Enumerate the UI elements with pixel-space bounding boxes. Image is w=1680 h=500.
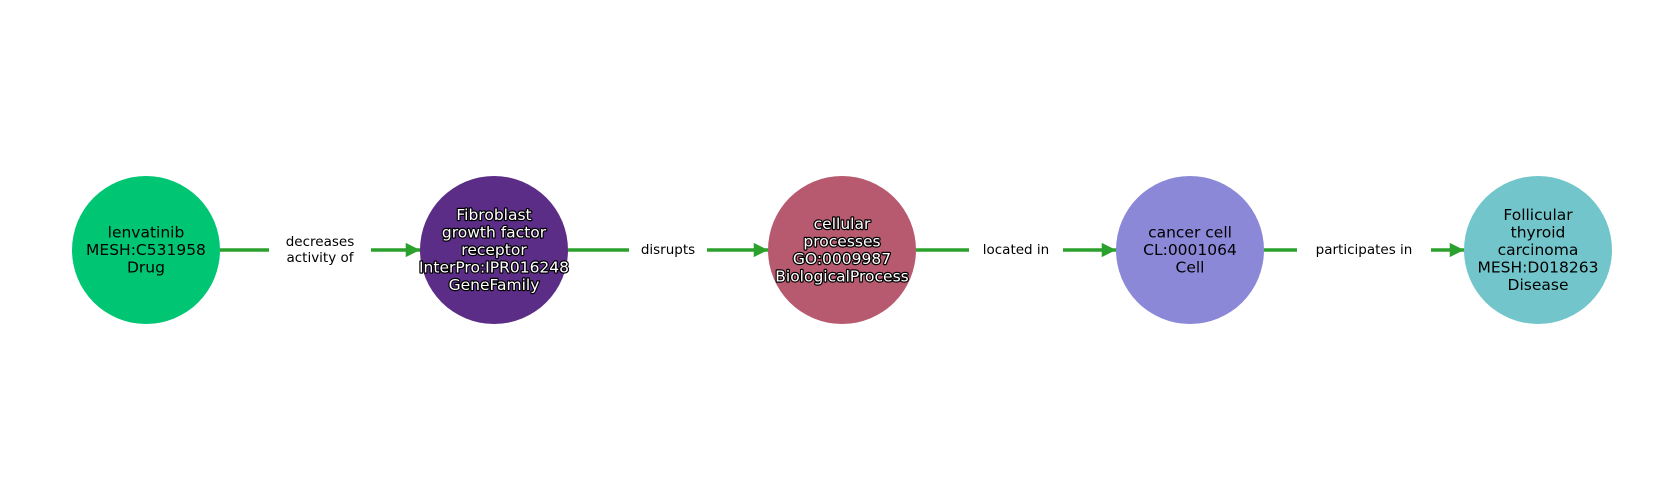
edge-label-line: activity of xyxy=(286,250,354,266)
node-label-line: growth factor xyxy=(442,224,547,242)
edge-label: located in xyxy=(983,242,1049,258)
node-label-line: CL:0001064 xyxy=(1143,241,1237,259)
node-label-line: GeneFamily xyxy=(449,276,540,294)
node-circle xyxy=(420,176,568,324)
node-label-line: Disease xyxy=(1508,276,1569,294)
node-label-line: BiologicalProcess xyxy=(775,267,908,285)
node-label-line: MESH:C531958 xyxy=(86,241,206,259)
node-label-line: Fibroblast xyxy=(456,206,531,224)
node-label-line: thyroid xyxy=(1511,224,1566,242)
edge-label: participates in xyxy=(1316,242,1413,258)
node-label-line: InterPro:IPR016248 xyxy=(419,259,569,277)
edge-fgfr-to-cellular-processes: disrupts xyxy=(568,239,768,261)
node-circle xyxy=(1464,176,1612,324)
node-label-line: Cell xyxy=(1176,259,1205,277)
edge-label-line: disrupts xyxy=(641,242,695,258)
edge-label-background xyxy=(969,239,1063,261)
node-label-line: Drug xyxy=(127,259,165,277)
edge-cellular-processes-to-cancer-cell: located in xyxy=(916,239,1116,261)
edge-label-line: located in xyxy=(983,242,1049,258)
edge-label-line: participates in xyxy=(1316,242,1413,258)
node-label-line: receptor xyxy=(461,241,527,259)
node-label-line: carcinoma xyxy=(1498,241,1579,259)
edge-label-background xyxy=(629,239,707,261)
node-label-line: cancer cell xyxy=(1148,224,1232,242)
edge-label: disrupts xyxy=(641,242,695,258)
edge-cancer-cell-to-follicular-thyroid-carcinoma: participates in xyxy=(1264,239,1464,261)
node-label-line: Follicular xyxy=(1503,206,1573,224)
node-circle xyxy=(1116,176,1264,324)
node-label-line: lenvatinib xyxy=(108,224,185,242)
node-label-line: processes xyxy=(803,232,880,250)
edge-label-background xyxy=(1297,239,1431,261)
edge-label-background xyxy=(269,231,371,269)
edge-label-line: decreases xyxy=(286,234,355,250)
node-circle xyxy=(768,176,916,324)
node-label-line: cellular xyxy=(814,215,871,233)
node-label-line: MESH:D018263 xyxy=(1478,259,1599,277)
node-circle xyxy=(72,176,220,324)
node-label-line: GO:0009987 xyxy=(793,250,891,268)
